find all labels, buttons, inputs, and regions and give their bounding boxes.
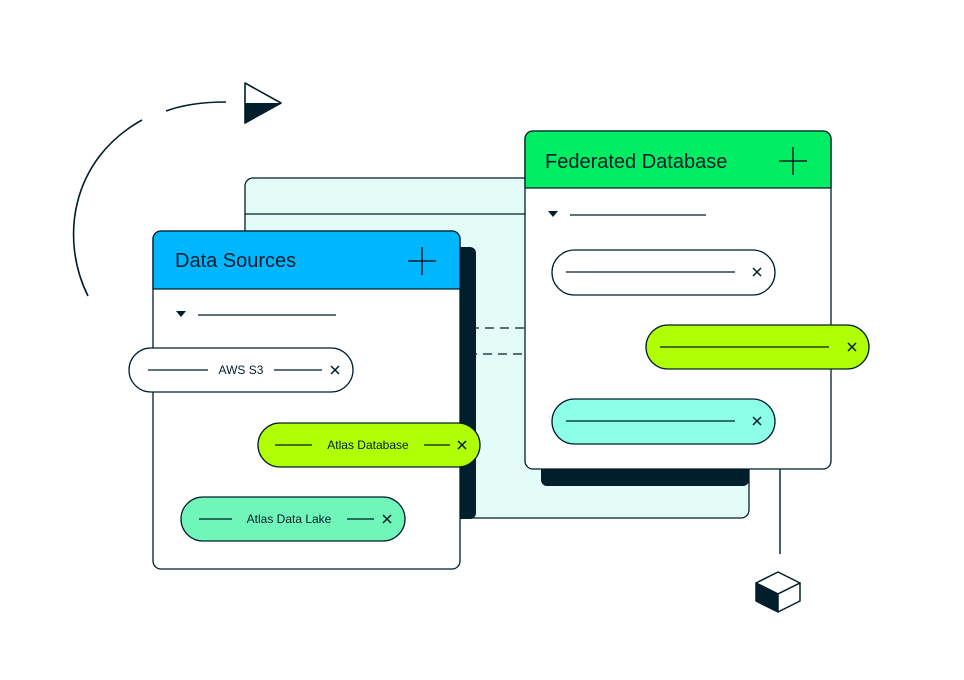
caret-down-icon[interactable]	[548, 211, 558, 217]
close-icon[interactable]	[382, 514, 392, 524]
close-icon[interactable]	[752, 416, 762, 426]
data-sources-card: Data Sources	[152, 230, 461, 570]
federated-chip[interactable]	[645, 324, 870, 370]
source-chip-atlas-data-lake[interactable]: Atlas Data Lake	[180, 496, 406, 542]
source-chip-aws-s3[interactable]: AWS S3	[128, 347, 354, 393]
play-flag-icon	[244, 82, 282, 124]
data-sources-header	[152, 230, 461, 290]
decorative-arc-tail	[165, 101, 227, 112]
source-chip-label: Atlas Database	[327, 438, 409, 452]
federated-chip[interactable]	[551, 398, 776, 445]
close-icon[interactable]	[847, 342, 857, 352]
federated-chip[interactable]	[551, 249, 776, 296]
decorative-arc	[72, 119, 143, 297]
data-sources-title: Data Sources	[175, 250, 296, 272]
close-icon[interactable]	[457, 440, 467, 450]
source-chip-label: AWS S3	[219, 363, 264, 377]
close-icon[interactable]	[752, 267, 762, 277]
close-icon[interactable]	[330, 365, 340, 375]
source-chip-label: Atlas Data Lake	[247, 512, 332, 526]
cube-icon	[755, 571, 801, 613]
federated-database-card: Federated Database	[524, 130, 832, 470]
federated-database-title: Federated Database	[545, 151, 727, 173]
source-chip-atlas-database[interactable]: Atlas Database	[257, 422, 481, 468]
federated-database-header	[524, 130, 832, 189]
caret-down-icon[interactable]	[176, 311, 186, 317]
plus-icon[interactable]	[779, 147, 807, 175]
plus-icon[interactable]	[408, 247, 436, 275]
